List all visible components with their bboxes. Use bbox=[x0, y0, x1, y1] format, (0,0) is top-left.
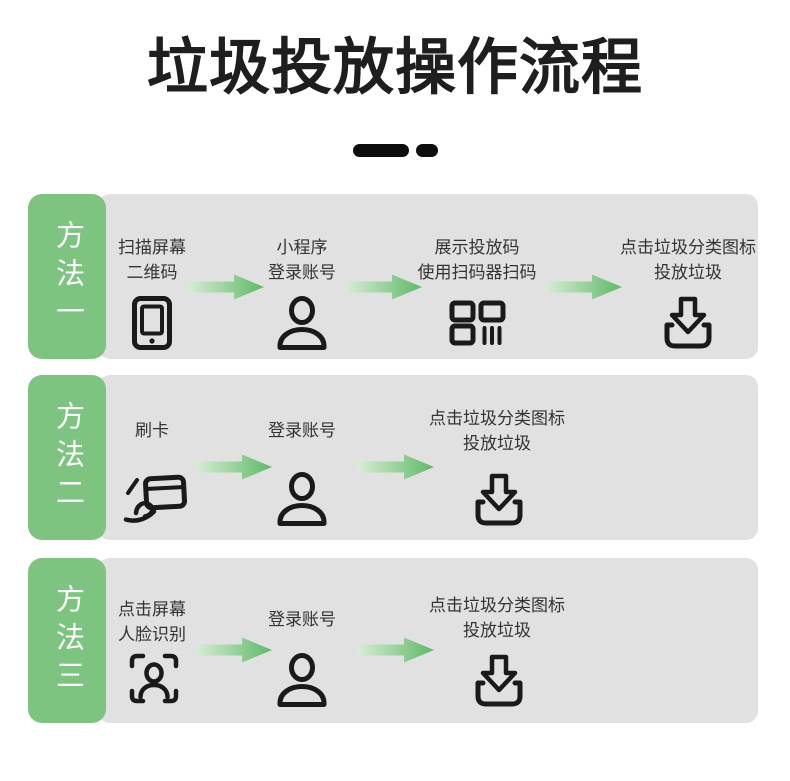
dispose-icon bbox=[471, 653, 527, 707]
step-label: 扫描屏幕 二维码 bbox=[118, 238, 186, 282]
step-label: 点击垃圾分类图标 投放垃圾 bbox=[429, 596, 565, 640]
step-label: 小程序 登录账号 bbox=[268, 238, 336, 282]
row-background bbox=[98, 375, 758, 540]
dispose-icon bbox=[660, 295, 716, 349]
divider-dot bbox=[415, 143, 438, 157]
method-label-text: 方法一 bbox=[51, 219, 84, 334]
method-label-text: 方法二 bbox=[51, 400, 84, 515]
face-scan-icon bbox=[128, 651, 180, 705]
step-label: 点击垃圾分类图标 投放垃圾 bbox=[620, 238, 756, 282]
method-2-label-badge: 方法二 bbox=[28, 375, 106, 540]
row-background bbox=[98, 558, 758, 723]
page-title: 垃圾投放操作流程 bbox=[146, 33, 643, 101]
person-icon bbox=[275, 653, 329, 707]
method-row-3: 方法三 点击屏幕 人脸识别 登录账号 bbox=[28, 558, 758, 723]
step-label: 刷卡 bbox=[135, 421, 169, 440]
method-3-label-badge: 方法三 bbox=[28, 558, 106, 723]
method-row-2: 方法二 刷卡 登录账号 bbox=[28, 375, 758, 540]
step-label: 点击屏幕 人脸识别 bbox=[118, 600, 186, 644]
method-1-label-badge: 方法一 bbox=[28, 194, 106, 359]
flow-arrow-icon bbox=[196, 454, 272, 480]
step-label: 登录账号 bbox=[268, 421, 336, 440]
step-label: 点击垃圾分类图标 投放垃圾 bbox=[429, 409, 565, 453]
flow-arrow-icon bbox=[358, 454, 434, 480]
flow-arrow-icon bbox=[358, 637, 434, 663]
person-icon bbox=[275, 296, 329, 350]
step-label: 展示投放码 使用扫码器扫码 bbox=[417, 238, 537, 282]
method-row-1: 方法一 扫描屏幕 二维码 小程序 登录账号 bbox=[28, 194, 758, 359]
title-divider bbox=[0, 143, 790, 157]
step-label: 登录账号 bbox=[268, 610, 336, 629]
phone-icon bbox=[132, 296, 172, 350]
flow-arrow-icon bbox=[546, 274, 622, 300]
flow-arrow-icon bbox=[188, 274, 264, 300]
flow-arrow-icon bbox=[196, 637, 272, 663]
card-swipe-icon bbox=[122, 472, 188, 524]
flow-arrow-icon bbox=[346, 274, 422, 300]
scan-code-icon bbox=[449, 300, 507, 346]
divider-bar bbox=[352, 143, 409, 157]
person-icon bbox=[275, 472, 329, 526]
method-label-text: 方法三 bbox=[51, 583, 84, 698]
dispose-icon bbox=[471, 472, 527, 526]
row-background bbox=[98, 194, 758, 359]
